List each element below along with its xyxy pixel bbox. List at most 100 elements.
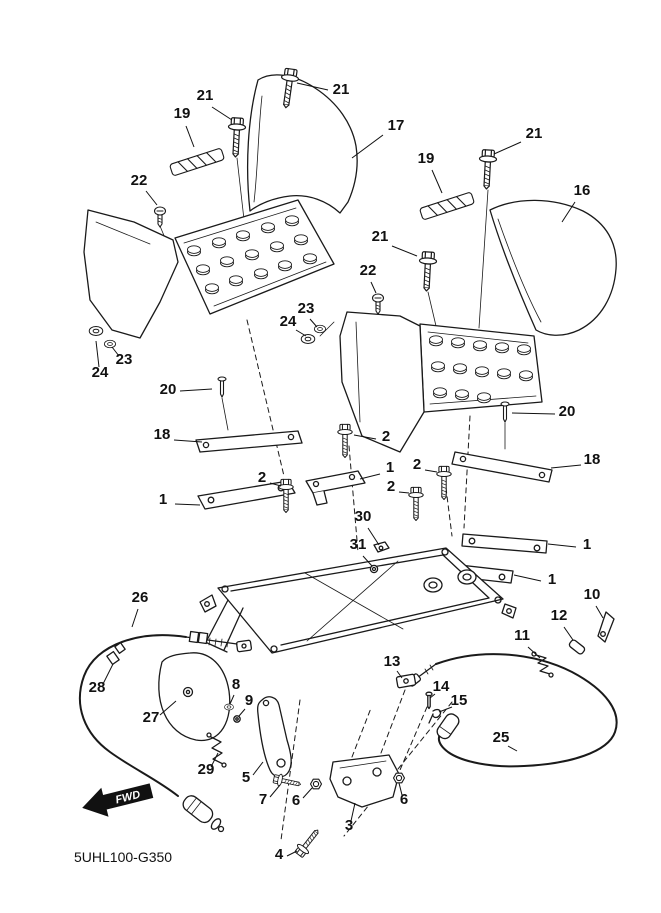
lever-5 [256, 696, 292, 778]
callout-leader-18 [550, 464, 582, 469]
callout-leader-29 [210, 752, 219, 768]
flange-bolt-2 [337, 423, 353, 459]
callout-leader-31 [362, 555, 373, 567]
spring-11 [535, 654, 551, 675]
callout-label-24: 24 [280, 313, 297, 330]
callout-label-10: 10 [584, 586, 601, 603]
callout-label-9: 9 [245, 692, 253, 709]
callout-label-28: 28 [89, 679, 106, 696]
frame-bushings [423, 569, 477, 593]
flange-bolt-2 [436, 465, 452, 501]
cable-sheath-end [182, 795, 214, 824]
callout-label-24: 24 [92, 364, 109, 381]
callout-leader-22 [370, 281, 377, 294]
lever-bracket-group [158, 652, 442, 860]
callout-leader-28 [102, 663, 114, 685]
callout-label-20: 20 [559, 403, 576, 420]
callout-label-2: 2 [413, 456, 421, 473]
pin-14 [425, 691, 433, 710]
barrel-12 [568, 639, 586, 655]
callout-label-19: 19 [174, 105, 191, 122]
plate-18-left [195, 430, 303, 453]
callout-leader-24 [95, 340, 100, 368]
washer-8 [224, 703, 234, 711]
callout-label-27: 27 [143, 709, 160, 726]
guard-plate-27 [158, 652, 231, 742]
callout-label-13: 13 [384, 653, 401, 670]
callout-label-16: 16 [574, 182, 591, 199]
callout-leader-21 [493, 141, 522, 155]
callout-label-18: 18 [154, 426, 171, 443]
callout-label-5: 5 [242, 769, 250, 786]
plate-18-right [451, 451, 553, 483]
callout-leader-11 [527, 646, 541, 659]
callout-leader-19 [431, 169, 443, 194]
callout-label-19: 19 [418, 150, 435, 167]
nut-6 [392, 772, 406, 784]
callout-label-20: 20 [160, 381, 177, 398]
callout-label-21: 21 [333, 81, 350, 98]
screw-22 [153, 206, 167, 228]
rear-panel-17 [246, 74, 358, 214]
callout-leader-18 [173, 439, 203, 443]
cable-clevis [235, 639, 253, 653]
callout-label-21: 21 [526, 125, 543, 142]
callout-label-7: 7 [259, 791, 267, 808]
callout-label-14: 14 [433, 678, 450, 695]
bolt-21 [477, 148, 498, 191]
callout-label-11: 11 [514, 627, 530, 644]
callout-label-6: 6 [400, 791, 408, 808]
callout-leader-27 [159, 700, 177, 716]
callout-leader-7 [269, 784, 281, 798]
flange-bolt-2 [408, 486, 424, 522]
frame-assembly [199, 541, 517, 654]
callout-label-15: 15 [451, 692, 468, 709]
callout-label-1: 1 [548, 571, 556, 588]
callout-leader-14 [429, 693, 436, 699]
cable-26 [79, 634, 187, 797]
clamp-30 [373, 541, 390, 553]
callout-leader-15 [438, 706, 453, 713]
callout-leader-2 [353, 434, 377, 440]
left-footrest-assembly [83, 67, 358, 398]
callout-leader-2 [424, 469, 438, 473]
callout-label-21: 21 [372, 228, 389, 245]
callout-leader-25 [507, 745, 518, 752]
part-code: 5UHL100-G350 [74, 849, 172, 865]
cable-26-assembly [79, 630, 253, 833]
callout-leader-1 [359, 473, 381, 480]
adjuster-nut-28 [106, 650, 120, 666]
nut-6 [309, 778, 323, 790]
callout-leader-2 [269, 482, 282, 487]
left-side-panel [83, 209, 179, 339]
callout-leader-13 [396, 670, 403, 679]
callout-leader-26 [131, 608, 139, 628]
adjuster-nut-28 [114, 642, 126, 654]
callout-leader-16 [561, 201, 576, 223]
cable-25 [435, 653, 618, 768]
washer-24 [88, 325, 104, 337]
callout-label-1: 1 [583, 536, 591, 553]
callout-leader-3 [350, 802, 356, 822]
grip-plate-19 [168, 147, 226, 177]
callout-label-12: 12 [551, 607, 568, 624]
callout-leader-21 [211, 106, 233, 121]
fwd-arrow-icon: FWD [82, 783, 154, 817]
callout-leader-6 [398, 782, 403, 796]
bracket-3 [329, 754, 400, 808]
callout-leader-19 [185, 125, 195, 148]
bolt-21 [226, 116, 247, 159]
callout-leader-21 [391, 245, 418, 257]
callout-leader-4 [286, 850, 298, 857]
callout-leader-22 [145, 190, 158, 206]
washer-24 [300, 333, 316, 345]
callout-leader-23 [309, 318, 318, 328]
callout-label-22: 22 [131, 172, 148, 189]
right-side-panel [339, 311, 425, 453]
callout-leader-21 [296, 82, 329, 91]
callout-label-22: 22 [360, 262, 377, 279]
callout-leader-9 [238, 708, 246, 717]
callout-label-26: 26 [132, 589, 149, 606]
callout-label-17: 17 [388, 117, 405, 134]
